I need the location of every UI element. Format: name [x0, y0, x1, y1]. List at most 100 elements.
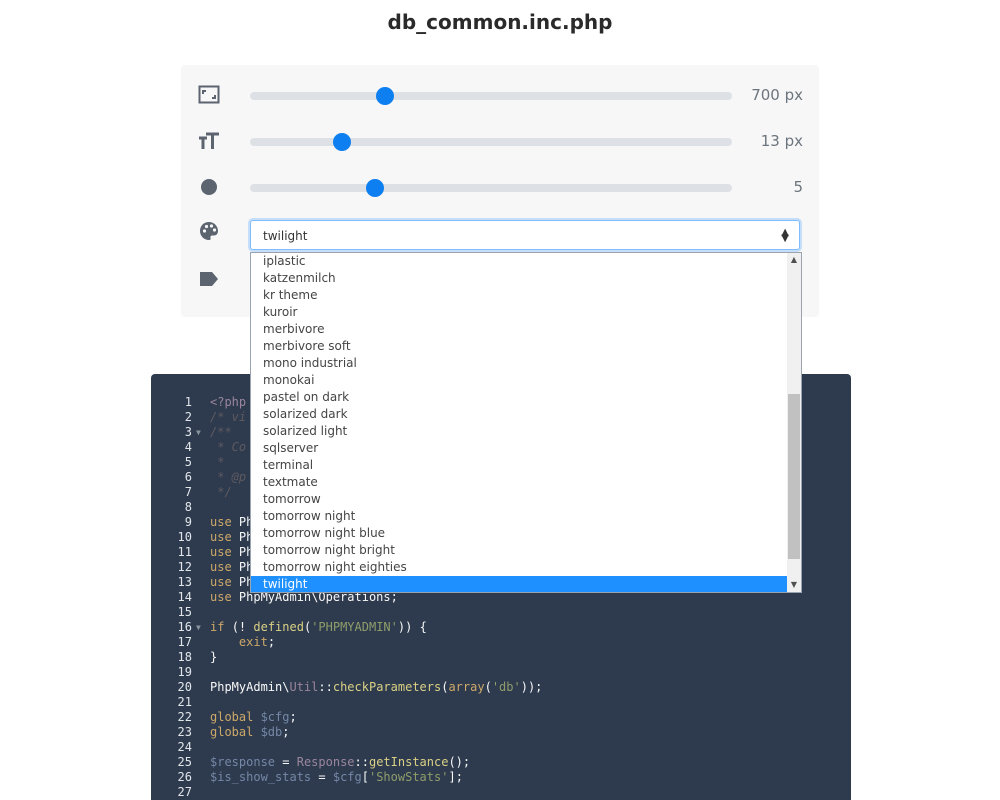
- theme-option[interactable]: iplastic: [263, 254, 306, 268]
- code-line[interactable]: 3▼/**: [151, 425, 851, 440]
- theme-option[interactable]: pastel on dark: [263, 390, 350, 404]
- line-number: 20: [177, 680, 192, 694]
- code-token: ));: [520, 680, 543, 694]
- theme-option[interactable]: sqlserver: [263, 441, 319, 455]
- line-number: 25: [177, 755, 192, 769]
- code-token: getInstance: [368, 755, 449, 769]
- theme-option[interactable]: merbivore soft: [263, 339, 351, 353]
- code-text: use Ph: [210, 560, 253, 575]
- font-size-slider-thumb[interactable]: [332, 133, 351, 151]
- fold-arrow-icon[interactable]: ▼: [196, 428, 201, 437]
- theme-dropdown-list[interactable]: iplastic katzenmilch kr theme kuroir merbivo…: [250, 252, 802, 593]
- line-number: 10: [177, 530, 192, 544]
- theme-option[interactable]: merbivore: [263, 322, 325, 336]
- code-token: ::: [354, 755, 369, 769]
- code-text: /**: [210, 425, 232, 440]
- font-size-value: 13 px: [760, 132, 803, 150]
- code-line[interactable]: 24: [151, 740, 851, 755]
- code-line[interactable]: 26$is_show_stats = $cfg['ShowStats'];: [151, 770, 851, 785]
- padding-slider-thumb[interactable]: [366, 179, 385, 197]
- select-arrow-icon: ▲▼: [781, 227, 789, 244]
- code-text: <?php: [210, 395, 246, 410]
- code-line[interactable]: 27: [151, 785, 851, 800]
- code-token: PhpMyAdmin\Operations;: [238, 590, 398, 604]
- code-line[interactable]: 25$response = Response::getInstance();: [151, 755, 851, 770]
- scroll-down-icon[interactable]: ▼: [790, 580, 798, 589]
- line-number: 15: [177, 605, 192, 619]
- code-token: $is_show_stats: [210, 770, 312, 784]
- code-line[interactable]: 17 exit;: [151, 635, 851, 650]
- theme-option[interactable]: kr theme: [263, 288, 318, 302]
- theme-option[interactable]: tomorrow: [263, 492, 321, 506]
- code-token: Ph: [238, 545, 254, 559]
- line-number: 9: [184, 515, 192, 529]
- theme-option[interactable]: tomorrow night bright: [263, 543, 395, 557]
- code-line[interactable]: 1 <?php: [151, 395, 851, 410]
- width-slider-track[interactable]: [250, 87, 732, 105]
- code-line[interactable]: 4 * Co: [151, 440, 851, 455]
- code-line[interactable]: 15: [151, 605, 851, 620]
- theme-option[interactable]: kuroir: [263, 305, 298, 319]
- code-line[interactable]: 18}: [151, 650, 851, 665]
- code-token: * @p: [210, 470, 247, 484]
- code-line[interactable]: 6 * @p: [151, 470, 851, 485]
- code-line[interactable]: 21: [151, 695, 851, 710]
- code-line[interactable]: 7 */: [151, 485, 851, 500]
- code-line[interactable]: 16▼if (! defined('PHPMYADMIN')) {: [151, 620, 851, 635]
- code-line[interactable]: 19: [151, 665, 851, 680]
- code-token: [210, 635, 239, 649]
- code-line[interactable]: 5 *: [151, 455, 851, 470]
- code-token: [: [361, 770, 369, 784]
- theme-option[interactable]: solarized light: [263, 424, 348, 438]
- scrollbar-thumb[interactable]: [788, 394, 800, 559]
- theme-option[interactable]: mono industrial: [263, 356, 357, 370]
- fold-arrow-icon[interactable]: ▼: [196, 623, 201, 632]
- scroll-up-icon[interactable]: ▲: [790, 255, 798, 264]
- padding-slider-track[interactable]: [250, 179, 732, 197]
- code-token: ::: [318, 680, 333, 694]
- theme-select[interactable]: twilight ▲▼: [250, 220, 800, 250]
- theme-option[interactable]: tomorrow night: [263, 509, 356, 523]
- theme-option[interactable]: terminal: [263, 458, 314, 472]
- theme-option[interactable]: solarized dark: [263, 407, 348, 421]
- code-token: ];: [448, 770, 463, 784]
- code-text: */: [210, 485, 231, 500]
- theme-option[interactable]: tomorrow night blue: [263, 526, 386, 540]
- theme-option[interactable]: monokai: [263, 373, 315, 387]
- code-token: Util: [289, 680, 319, 694]
- width-slider-thumb[interactable]: [375, 87, 394, 105]
- theme-option[interactable]: textmate: [263, 475, 318, 489]
- font-size-row: 13 px: [181, 126, 819, 156]
- line-number: 1: [184, 395, 192, 409]
- code-line[interactable]: 8: [151, 500, 851, 515]
- code-token: use: [210, 515, 239, 529]
- line-number: 8: [184, 500, 192, 514]
- dropdown-scrollbar[interactable]: ▲ ▼: [787, 253, 801, 592]
- code-token: ;: [267, 635, 276, 649]
- theme-option[interactable]: katzenmilch: [263, 271, 336, 285]
- code-token: )) {: [397, 620, 427, 634]
- code-text: use PhpMyAdmin\Operations;: [210, 590, 398, 605]
- padding-value: 5: [793, 178, 803, 196]
- theme-option[interactable]: twilight: [251, 576, 787, 592]
- font-size-slider-track[interactable]: [250, 133, 732, 151]
- padding-row: 5: [181, 172, 819, 202]
- line-number: 24: [177, 740, 192, 754]
- code-token: (: [441, 680, 449, 694]
- code-token: 'PHPMYADMIN': [311, 620, 398, 634]
- code-line[interactable]: 2/* vi: [151, 410, 851, 425]
- code-token: =: [311, 770, 333, 784]
- page-title: db_common.inc.php: [387, 10, 613, 34]
- theme-option[interactable]: tomorrow night eighties: [263, 560, 407, 574]
- code-token: *: [210, 455, 225, 469]
